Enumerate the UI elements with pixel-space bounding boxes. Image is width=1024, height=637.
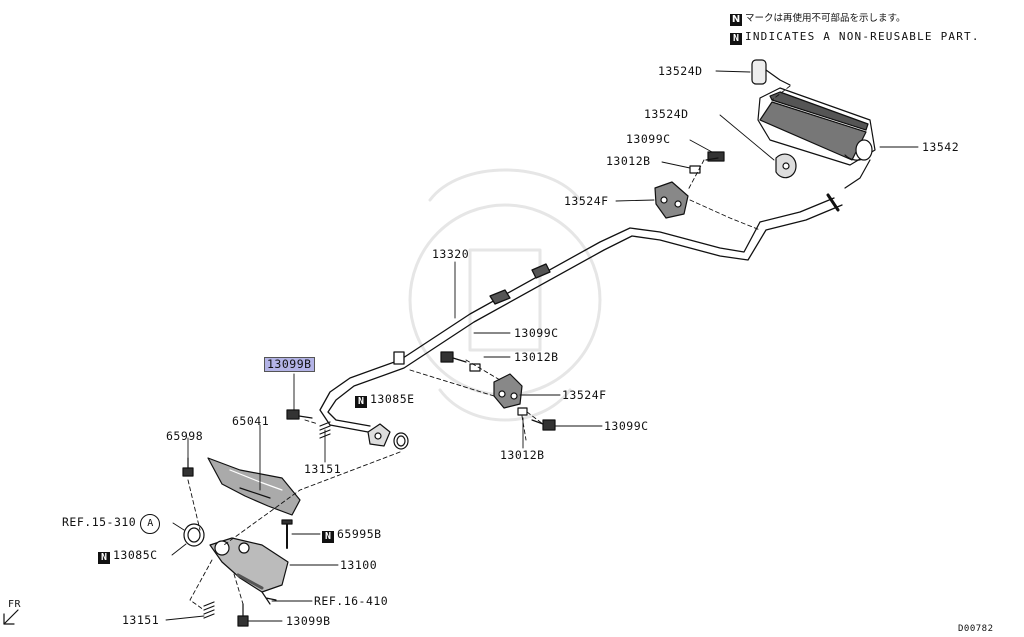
part-label-13100[interactable]: 13100 <box>340 558 378 572</box>
part-number-65995B: 65995B <box>337 527 382 541</box>
bolt-13099B-top <box>286 409 313 420</box>
ref-circle-a-icon: A <box>140 514 161 534</box>
diagram-code: D00782 <box>958 624 994 634</box>
bushing-13012B-low <box>517 407 528 416</box>
gasket-13085E <box>393 432 409 450</box>
part-label-13099B-low[interactable]: 13099B <box>286 614 331 628</box>
bolt-13099B-low <box>237 603 249 627</box>
n-badge-icon: N <box>355 396 367 408</box>
front-label: FR <box>8 599 22 610</box>
part-label-65998[interactable]: 65998 <box>166 429 204 443</box>
part-label-13151-low[interactable]: 13151 <box>122 613 160 627</box>
catalytic-converter-13100 <box>209 537 289 593</box>
part-label-13524D-top[interactable]: 13524D <box>658 64 703 78</box>
alignment-lines <box>187 85 791 611</box>
bolt-13099C-right <box>531 419 556 431</box>
part-label-13524F-top[interactable]: 13524F <box>564 194 609 208</box>
bolt-13099C-mid <box>440 351 467 363</box>
n-badge-icon: N <box>730 14 742 26</box>
bolt-65998 <box>182 457 194 477</box>
hanger-13524D-top <box>751 59 791 86</box>
part-label-13320[interactable]: 13320 <box>432 247 470 261</box>
part-label-13099C-right[interactable]: 13099C <box>604 419 649 433</box>
muffler-13542 <box>757 87 876 189</box>
hanger-13524F-top <box>654 181 689 219</box>
part-label-13012B-low[interactable]: 13012B <box>500 448 545 462</box>
exhaust-pipe-13320 <box>319 193 843 433</box>
part-label-13524F-mid[interactable]: 13524F <box>562 388 607 402</box>
part-number-13085C: 13085C <box>113 548 158 562</box>
hanger-13524D-mid <box>775 153 797 179</box>
part-label-13524D-mid[interactable]: 13524D <box>644 107 689 121</box>
part-label-13542[interactable]: 13542 <box>922 140 960 154</box>
n-badge-icon: N <box>730 33 742 45</box>
part-label-65041[interactable]: 65041 <box>232 414 270 428</box>
legend-japanese-text: マークは再使用不可部品を示します。 <box>745 13 906 24</box>
front-direction-arrow-icon <box>3 609 19 625</box>
leader-lines <box>165 70 919 622</box>
part-label-13012B-mid[interactable]: 13012B <box>514 350 559 364</box>
heat-shield-65041 <box>207 457 301 516</box>
hanger-13524F-mid <box>493 373 523 409</box>
part-label-13012B-top[interactable]: 13012B <box>606 154 651 168</box>
gasket-13085C <box>183 523 205 547</box>
n-badge-icon: N <box>98 552 110 564</box>
ref-label-16-410[interactable]: REF.16-410 <box>314 594 389 608</box>
bolt-13099C-top <box>705 151 725 162</box>
part-label-13151-mid[interactable]: 13151 <box>304 462 342 476</box>
legend-english-text: INDICATES A NON-REUSABLE PART. <box>745 30 980 43</box>
ref-15-310-text: REF.15-310 <box>62 515 137 529</box>
bushing-13012B-top <box>689 165 701 174</box>
flange-pipe-inlet <box>367 423 391 447</box>
part-label-13099C-mid[interactable]: 13099C <box>514 326 559 340</box>
sensor-ref-16-410 <box>261 591 277 605</box>
spring-13151-low <box>203 601 215 619</box>
spring-13151-mid <box>319 421 331 439</box>
part-label-13099B-highlighted[interactable]: 13099B <box>264 357 315 372</box>
part-label-13099C-top[interactable]: 13099C <box>626 132 671 146</box>
bushing-13012B-mid <box>469 363 481 372</box>
part-number-13085E: 13085E <box>370 392 415 406</box>
n-badge-icon: N <box>322 531 334 543</box>
